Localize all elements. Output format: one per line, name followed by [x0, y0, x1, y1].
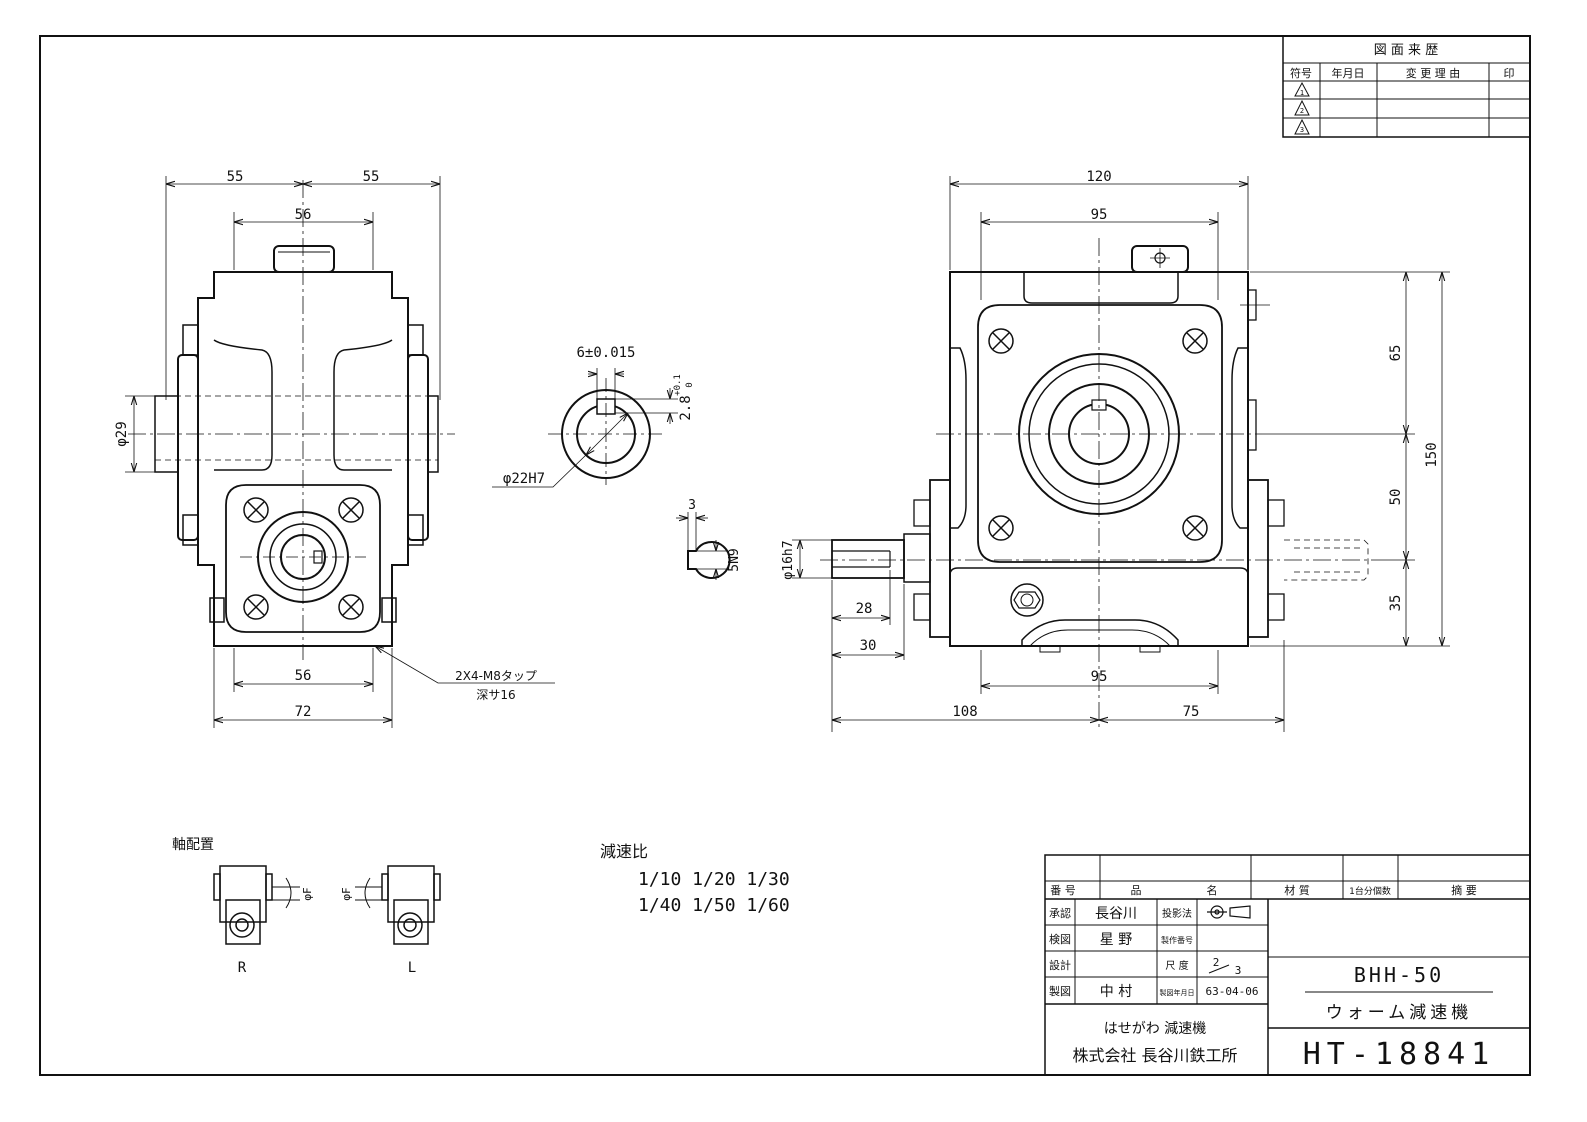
right-view-outline — [831, 245, 1285, 653]
dim-right-50: 50 — [1388, 489, 1404, 506]
dim-left-55a: 55 — [227, 169, 244, 185]
revision-header-symbol: 符号 — [1290, 67, 1312, 80]
revision-mark-2: 2 — [1300, 107, 1304, 115]
dim-right-95-top: 95 — [1091, 207, 1108, 223]
dim-key-tol-upper: +0.1 — [673, 374, 683, 396]
tb-date-label: 製図年月日 — [1160, 988, 1195, 997]
ratios-title: 減速比 — [600, 842, 648, 861]
arrangement-r-f-label: φF — [301, 887, 314, 900]
dim-right-75: 75 — [1183, 704, 1200, 720]
dim-right-120: 120 — [1086, 169, 1111, 185]
revision-mark-3: 3 — [1300, 126, 1304, 134]
tap-note-line1: 2X4-M8タップ — [455, 669, 537, 683]
tb-header-qty: 1台分個数 — [1349, 885, 1391, 897]
revision-header-seal: 印 — [1504, 67, 1515, 80]
keyway-detail — [676, 512, 731, 580]
tb-header-name-a: 品 — [1131, 884, 1142, 897]
tb-scale-label: 尺 度 — [1165, 959, 1188, 972]
left-view-dims — [125, 176, 555, 728]
left-view-bolts — [243, 497, 364, 620]
revision-header-date: 年月日 — [1332, 66, 1365, 80]
tb-brand: はせがわ 減速機 — [1104, 1020, 1206, 1037]
arrangement-l-label: L — [408, 960, 416, 976]
tb-header-remarks: 摘 要 — [1451, 883, 1477, 897]
tb-scale-num: 2 — [1213, 956, 1220, 969]
tb-date-value: 63-04-06 — [1206, 985, 1259, 998]
dim-right-shaft-dia: φ16h7 — [781, 540, 796, 579]
revision-mark-1: 1 — [1300, 89, 1304, 97]
dim-right-95-bottom: 95 — [1091, 669, 1108, 685]
projection-symbol-icon — [1207, 905, 1251, 919]
border-frame — [39, 35, 1531, 1076]
right-view-dims — [792, 176, 1450, 732]
tb-header-number: 番 号 — [1050, 884, 1076, 897]
dim-left-56-top: 56 — [295, 207, 312, 223]
revision-header-reason: 変 更 理 由 — [1406, 66, 1461, 80]
tb-header-material: 材 質 — [1284, 883, 1310, 897]
dim-bore: φ22H7 — [503, 471, 545, 487]
tb-check-label: 検図 — [1049, 932, 1071, 946]
left-view-outline — [154, 245, 439, 647]
shaft-section — [492, 368, 678, 488]
tap-note-line2: 深サ16 — [476, 688, 515, 702]
dim-right-28: 28 — [856, 601, 873, 617]
tb-drawing-number: HT-18841 — [1303, 1037, 1496, 1072]
right-view-bolts — [988, 328, 1208, 541]
tb-design-label: 設計 — [1049, 958, 1071, 972]
arrangement-r-label: R — [238, 960, 247, 976]
tb-check-name: 星 野 — [1100, 932, 1132, 948]
dim-keyway-tol: 5N9 — [727, 548, 742, 571]
dim-keyway-width: 3 — [688, 498, 696, 513]
tb-scale-den: 3 — [1235, 964, 1242, 977]
revision-table — [1282, 35, 1531, 138]
dim-left-shaft-dia: φ29 — [114, 421, 130, 446]
right-view-centerlines — [820, 238, 1380, 728]
tb-approve-name: 長谷川 — [1095, 906, 1137, 922]
arrangement-l-figure — [355, 865, 441, 945]
title-block-grid — [1044, 854, 1531, 1076]
dim-right-35: 35 — [1388, 595, 1404, 612]
tb-projection-label: 投影法 — [1162, 907, 1192, 920]
ratios-row1: 1/10 1/20 1/30 — [638, 869, 790, 890]
left-view-centerlines — [128, 180, 455, 660]
tb-draw-label: 製図 — [1049, 984, 1071, 998]
tb-mfg-no-label: 製作番号 — [1161, 935, 1193, 945]
tb-product-name: ウォーム減速機 — [1326, 1003, 1473, 1023]
tb-header-name-b: 名 — [1207, 883, 1218, 897]
dim-right-108: 108 — [952, 704, 977, 720]
dim-left-55b: 55 — [363, 169, 380, 185]
dim-right-150: 150 — [1424, 442, 1440, 467]
tb-company: 株式会社 長谷川鉄工所 — [1072, 1046, 1237, 1065]
dim-left-56-bottom: 56 — [295, 668, 312, 684]
dim-right-30: 30 — [860, 638, 877, 654]
tb-draw-name: 中 村 — [1100, 984, 1132, 1000]
dim-right-65: 65 — [1388, 345, 1404, 362]
dim-key-width: 6±0.015 — [576, 345, 635, 361]
arrangement-title: 軸配置 — [172, 837, 214, 853]
revision-title: 図 面 来 歴 — [1374, 43, 1438, 58]
tb-approve-label: 承認 — [1049, 906, 1071, 920]
tb-product-model: BHH-50 — [1354, 963, 1444, 987]
arrangement-l-f-label: φF — [340, 887, 353, 900]
dim-left-72: 72 — [295, 704, 312, 720]
ratios-row2: 1/40 1/50 1/60 — [638, 895, 790, 916]
dim-key-depth: 2.8 — [678, 395, 694, 420]
dim-key-tol-lower: 0 — [685, 382, 695, 387]
arrangement-r-figure — [213, 865, 300, 945]
